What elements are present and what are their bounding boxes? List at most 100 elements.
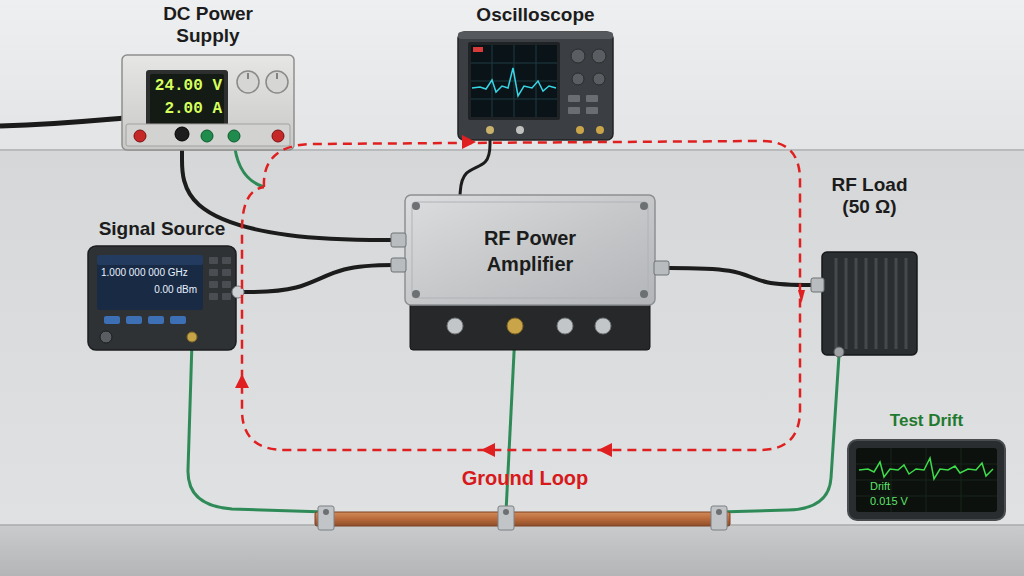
knob-mark (247, 73, 249, 79)
ground-wire (506, 333, 515, 512)
loop-arrow (462, 135, 476, 149)
loop-label: Ground Loop (440, 466, 610, 490)
power-supply: DC Power Supply24.00 V2.00 A (122, 55, 294, 150)
screen-header (97, 255, 203, 265)
display-reading: 24.00 V (150, 77, 222, 96)
loop-arrow (798, 290, 805, 303)
bench-top (0, 150, 1024, 525)
housing-screw (412, 202, 420, 210)
terminal-ground (228, 130, 240, 142)
voltage-knob (237, 71, 259, 93)
scope-knob (572, 73, 584, 85)
terminal-negative (175, 127, 189, 141)
scope-button (568, 107, 580, 114)
scope-knob (571, 49, 585, 63)
key-button (209, 281, 218, 288)
load-connector (811, 278, 824, 292)
heatsink-fins (836, 258, 906, 349)
loop-arrow (598, 443, 612, 457)
power-supply-body (122, 55, 294, 150)
scope-button (586, 107, 598, 114)
soft-key (104, 316, 120, 324)
housing-screw (640, 290, 648, 298)
power-button (100, 331, 112, 343)
ground-loop-path (242, 141, 800, 450)
device-label: DC Power Supply (148, 3, 268, 47)
drift-screen (856, 448, 997, 512)
housing-screw (412, 290, 420, 298)
scope-button (586, 95, 598, 102)
ground-port (507, 318, 523, 334)
dc-input-connector (391, 233, 406, 247)
bench-front (0, 525, 1024, 576)
rf-output-connector (654, 261, 669, 275)
drift-trace (859, 458, 993, 479)
drift-grid (856, 448, 997, 512)
terminal-ground (201, 130, 213, 142)
key-button (222, 269, 231, 276)
bus-clamp (711, 506, 727, 530)
sma-port (595, 318, 611, 334)
drift-monitor: Test DriftDrift0.015 V (848, 440, 1005, 520)
oscilloscope-body (458, 32, 613, 140)
soft-key (148, 316, 164, 324)
ground-wire (188, 342, 326, 512)
ground-post (834, 347, 844, 357)
rf-input-connector (391, 258, 406, 272)
scope-knob (592, 49, 606, 63)
display-bezel (146, 70, 228, 130)
knob-mark (276, 73, 278, 79)
key-button (222, 257, 231, 264)
rf-amplifier: RF Power Amplifier (405, 195, 655, 305)
device-label: RF Power Amplifier (455, 225, 605, 277)
bnc-input (486, 126, 494, 134)
bnc-input (576, 126, 584, 134)
display-screen (150, 74, 224, 126)
scope-grid (471, 45, 557, 117)
signal-source-body (88, 246, 236, 350)
device-label: Oscilloscope (458, 4, 613, 26)
dc-power-cable (182, 150, 405, 240)
source-screen (97, 255, 203, 310)
amplifier-base (410, 300, 650, 350)
soft-key (126, 316, 142, 324)
terminal-positive (272, 130, 284, 142)
device-label: RF Load (50 Ω) (817, 174, 922, 218)
scope-screen (471, 45, 557, 117)
sma-port (557, 318, 573, 334)
ground-bus-bar (315, 512, 730, 526)
display-reading: Drift (870, 480, 950, 493)
drift-monitor-body (848, 440, 1005, 520)
scope-knob (593, 73, 605, 85)
current-knob (266, 71, 288, 93)
display-reading: 0.00 dBm (101, 284, 197, 296)
key-button (209, 293, 218, 300)
display-reading: 2.00 A (150, 100, 222, 119)
rf-load: RF Load (50 Ω) (822, 252, 917, 355)
rf-input-cable (236, 265, 405, 292)
bus-clamp (318, 506, 334, 530)
bus-clamp (498, 506, 514, 530)
oscilloscope: Oscilloscope (458, 32, 613, 140)
bnc-input (596, 126, 604, 134)
display-reading: 0.015 V (870, 495, 950, 508)
terminal-positive (134, 130, 146, 142)
rf-load-body (822, 252, 917, 355)
trigger-indicator (473, 47, 483, 52)
rf-output-cable (655, 268, 822, 285)
terminal-strip (126, 124, 290, 146)
soft-key (170, 316, 186, 324)
device-label: Signal Source (78, 218, 246, 240)
clamp-screw (716, 509, 722, 515)
clamp-screw (503, 509, 509, 515)
sma-port (447, 318, 463, 334)
bnc-input (516, 126, 524, 134)
display-reading: 1.000 000 000 GHz (101, 267, 197, 279)
amplifier-housing (405, 195, 655, 305)
key-button (222, 281, 231, 288)
key-button (209, 269, 218, 276)
oscilloscope-top (458, 32, 613, 39)
key-button (222, 293, 231, 300)
